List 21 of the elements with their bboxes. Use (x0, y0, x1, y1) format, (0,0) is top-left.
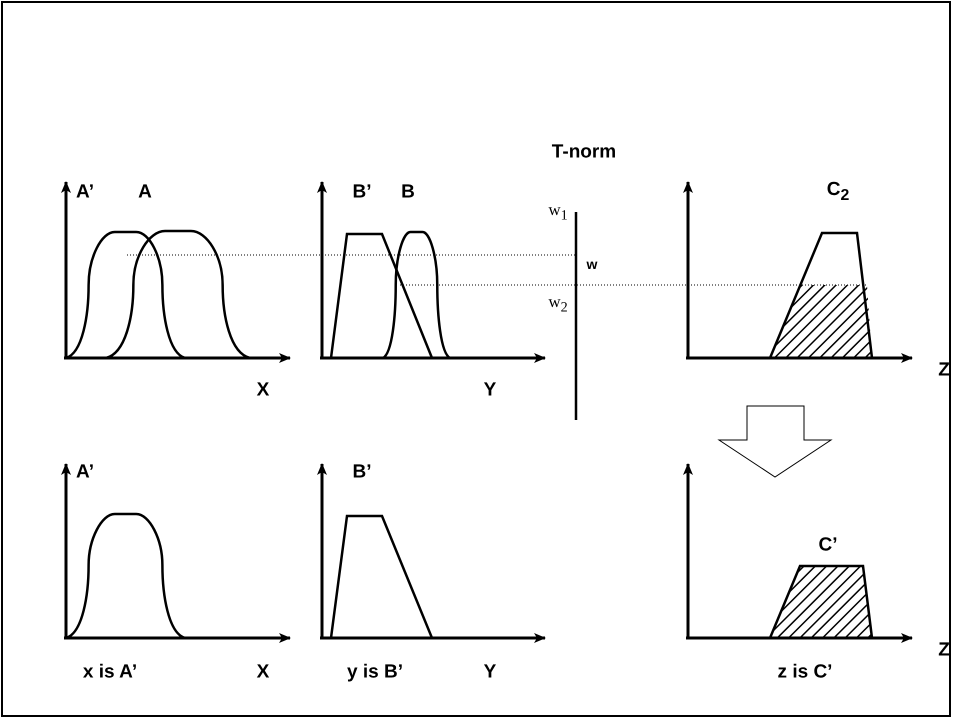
curve-label: A (138, 182, 152, 202)
curve-label: A’ (76, 462, 94, 482)
axis-label: X (256, 662, 270, 682)
statement-label: x is A’ (82, 662, 138, 682)
axis-label: Z (938, 360, 950, 380)
weight-label: w$_{1}$ (548, 201, 568, 223)
axis-label: X (256, 380, 270, 400)
curve-label: B’ (352, 462, 372, 482)
curve-label: C$_{2}$ (826, 180, 850, 204)
axis-label: Y (484, 380, 496, 400)
t-norm-label: T-norm (552, 142, 616, 162)
axis-label: Y (484, 662, 496, 682)
weight-label: w (586, 257, 598, 271)
curve-label: C’ (818, 536, 838, 554)
axis-label: Z (938, 640, 950, 660)
statement-label: z is C’ (778, 662, 832, 682)
curve-label: B’ (352, 182, 372, 202)
curve-label: B (401, 182, 415, 202)
statement-label: y is B’ (347, 662, 403, 682)
weight-label: w$_{2}$ (548, 293, 568, 315)
curve-label: A’ (76, 182, 94, 202)
